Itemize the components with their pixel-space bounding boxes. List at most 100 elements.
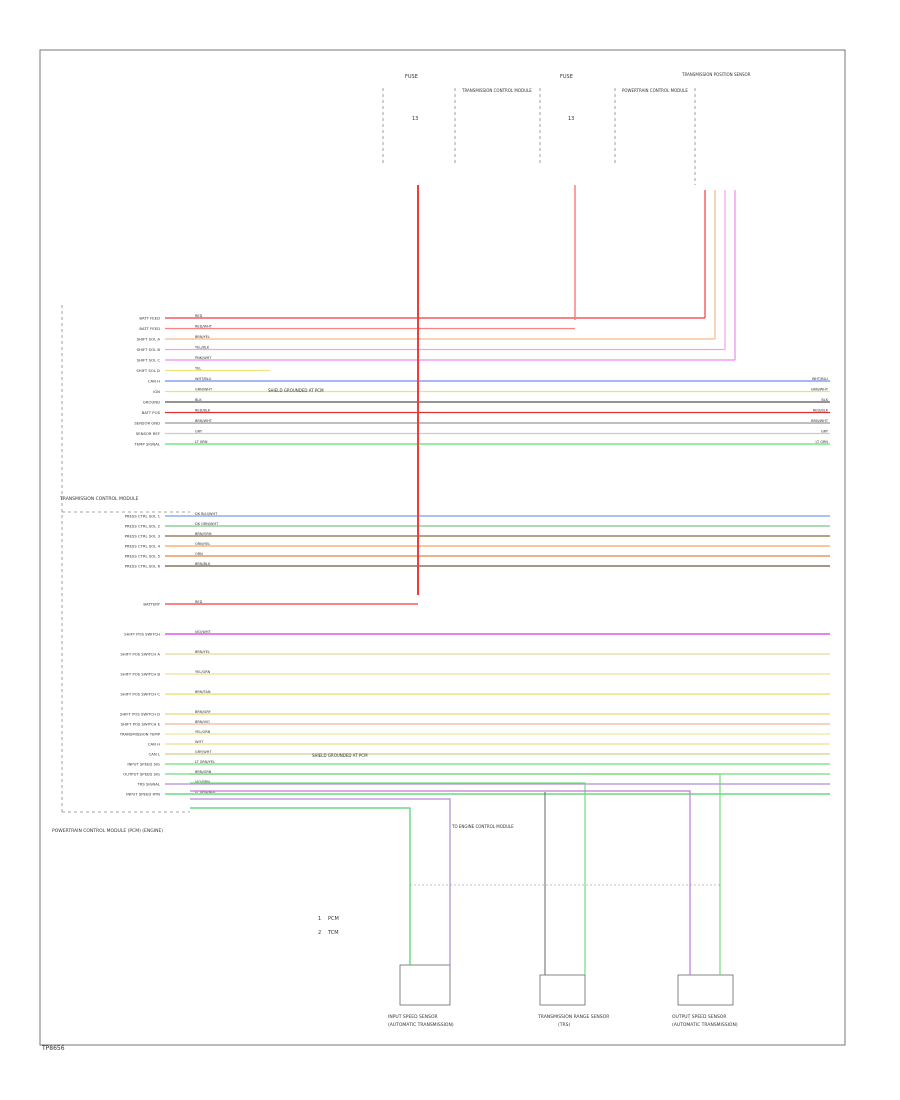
bottom-wire-label-7: SHIFT POS SWITCH — [124, 632, 160, 637]
bottom-wire-code-2: BRN/ORN — [195, 532, 212, 536]
bottom-wire-code-17: BRN/GRN — [195, 770, 212, 774]
top-wire-code-5: YEL — [195, 366, 201, 370]
sensor-output-sub: (AUTOMATIC TRANSMISSION) — [672, 1022, 738, 1028]
top-wire-code-right-11: GRY — [821, 429, 829, 433]
splice-note-1: SHIELD GROUNDED AT PCM — [268, 388, 324, 393]
top-wire-code-right-10: BRN/WHT — [811, 419, 829, 423]
fuse-box-left: FUSE 13 TRANSMISSION CONTROL MODULE — [382, 74, 532, 165]
sensor-output-name: OUTPUT SPEED SENSOR — [672, 1014, 727, 1020]
bottom-wire-label-12: SHIFT POS SWITCH E — [121, 722, 161, 727]
top-wire-label-10: SENSOR GND — [134, 421, 160, 426]
trans-position-label: TRANSMISSION POSITION SENSOR — [681, 72, 751, 77]
bottom-wire-label-19: INPUT SPEED RTN — [126, 792, 160, 797]
top-wire-label-0: BATT FEED — [139, 316, 160, 321]
top-wire-code-12: LT GRN — [195, 440, 208, 444]
top-wire-label-9: BATT POS — [142, 410, 161, 415]
fuse-right-pinref: 13 — [568, 116, 574, 122]
bottom-wire-label-5: PRESS CTRL SOL 6 — [125, 564, 161, 569]
top-wire-label-11: SENSOR REF — [136, 431, 160, 436]
fuse-right-desc: POWERTRAIN CONTROL MODULE — [622, 88, 688, 93]
fuse-right-label: FUSE — [560, 74, 573, 80]
bottom-wire-label-6: BATTERY — [143, 602, 160, 607]
diagram-frame — [39, 49, 846, 1046]
bottom-wire-code-3: ORN/YEL — [195, 542, 210, 546]
top-wire-label-3: SHIFT SOL B — [137, 347, 161, 352]
sensor-input-name: INPUT SPEED SENSOR — [388, 1014, 438, 1020]
bottom-wire-label-3: PRESS CTRL SOL 4 — [125, 544, 161, 549]
bottom-wire-code-14: WHT — [195, 740, 204, 744]
fuse-left-label: FUSE — [405, 74, 418, 80]
wire-group-top: BATT FEED RED BATT FEED RED/WHT SHIFT SOL A B… — [133, 190, 830, 447]
sensor-range-name: TRANSMISSION RANGE SENSOR — [537, 1014, 609, 1020]
top-wire-label-2: SHIFT SOL A — [137, 337, 161, 342]
sensor-range-sub: (TRS) — [558, 1022, 570, 1028]
top-wire-code-10: BRN/WHT — [195, 419, 213, 423]
bottom-wire-code-6: RED — [195, 600, 203, 604]
sensor-input-speed: INPUT SPEED SENSOR (AUTOMATIC TRANSMISSI… — [388, 964, 454, 1028]
top-wire-label-5: SHIFT SOL D — [136, 368, 160, 373]
top-wire-code-3: YEL/BLK — [195, 345, 210, 349]
top-wire-label-4: SHIFT SOL C — [137, 358, 161, 363]
bottom-wire-code-16: LT GRN/YEL — [195, 760, 215, 764]
bottom-wire-label-9: SHIFT POS SWITCH B — [120, 672, 160, 677]
bottom-wire-code-18: VIO/BRN — [195, 780, 210, 784]
module-footer: POWERTRAIN CONTROL MODULE (PCM) (ENGINE) — [52, 828, 163, 834]
fuse-left-pinref: 13 — [412, 116, 418, 122]
legend-sym-1: 1 — [318, 916, 321, 922]
bottom-wire-code-0: DK BLU/WHT — [195, 512, 218, 516]
top-wire-code-4: PNK/WHT — [195, 356, 212, 360]
top-wire-code-7: GRN/WHT — [195, 387, 213, 391]
bottom-wire-label-17: OUTPUT SPEED SIG — [123, 772, 160, 777]
top-wire-code-right-8: BLK — [821, 398, 828, 402]
bottom-wire-code-5: BRN/BLK — [195, 562, 211, 566]
bottom-wire-label-1: PRESS CTRL SOL 2 — [125, 524, 161, 529]
fuse-left-desc: TRANSMISSION CONTROL MODULE — [461, 88, 532, 93]
bottom-wire-code-1: DK GRN/WHT — [195, 522, 219, 526]
sensor-note: TO ENGINE CONTROL MODULE — [451, 824, 514, 829]
bottom-wire-label-16: INPUT SPEED SIG — [127, 762, 160, 767]
legend-text-1: PCM — [328, 916, 339, 922]
top-wire-code-right-12: LT GRN — [816, 440, 829, 444]
top-wire-code-0: RED — [195, 314, 203, 318]
top-wire-label-1: BATT FEED — [139, 326, 160, 331]
top-wire-code-11: GRY — [195, 429, 203, 433]
bottom-wire-label-8: SHIFT POS SWITCH A — [120, 652, 160, 657]
control-module: TRANSMISSION CONTROL MODULE POWERTRAIN C… — [52, 305, 190, 834]
top-wire-label-8: GROUND — [143, 400, 160, 405]
bottom-wire-code-8: BRN/YEL — [195, 650, 210, 654]
top-wire-label-6: CAN H — [148, 379, 160, 384]
bottom-wire-label-14: CAN H — [148, 742, 160, 747]
bottom-wire-label-4: PRESS CTRL SOL 5 — [125, 554, 161, 559]
bottom-wire-label-11: SHIFT POS SWITCH D — [120, 712, 160, 717]
wire-group-bottom: PRESS CTRL SOL 1 DK BLU/WHT PRESS CTRL SOL… — [119, 512, 830, 797]
top-wire-code-right-9: RED/BLK — [813, 408, 829, 412]
bottom-wire-label-18: TRS SIGNAL — [136, 782, 160, 787]
sensor-range: TRANSMISSION RANGE SENSOR (TRS) — [537, 974, 609, 1028]
top-wire-code-6: WHT/BLU — [195, 377, 212, 381]
sensor-input-sub: (AUTOMATIC TRANSMISSION) — [388, 1022, 454, 1028]
bottom-wire-code-11: BRN/GRY — [195, 710, 212, 714]
top-wire-label-7: IGN — [153, 389, 160, 394]
bottom-wire-code-7: VIO/WHT — [195, 630, 211, 634]
bottom-wire-code-4: ORN — [195, 552, 203, 556]
trans-position-connector: TRANSMISSION POSITION SENSOR — [681, 72, 751, 185]
footer-code: TP8656 — [41, 1045, 65, 1052]
fuse-box-right: FUSE 13 POWERTRAIN CONTROL MODULE — [539, 74, 688, 165]
bottom-wire-code-13: YEL/GRN — [195, 730, 211, 734]
bottom-wire-code-19: LT GRN/BLK — [195, 790, 216, 794]
bottom-wire-label-15: CAN L — [149, 752, 161, 757]
bottom-wire-label-2: PRESS CTRL SOL 3 — [125, 534, 161, 539]
top-wire-code-right-7: GRN/WHT — [811, 387, 829, 391]
top-wire-label-12: TEMP SIGNAL — [133, 442, 160, 447]
bottom-wire-label-0: PRESS CTRL SOL 1 — [125, 514, 161, 519]
legend-sym-2: 2 — [318, 930, 321, 936]
bottom-wire-code-10: BRN/TAN — [195, 690, 211, 694]
legend: 1 PCM 2 TCM — [318, 916, 339, 936]
top-wire-code-1: RED/WHT — [195, 324, 213, 328]
bottom-wire-code-12: BRN/VIO — [195, 720, 210, 724]
bottom-wire-code-15: GRY/WHT — [195, 750, 212, 754]
legend-text-2: TCM — [327, 930, 339, 936]
module-title: TRANSMISSION CONTROL MODULE — [59, 496, 139, 502]
top-wire-code-right-6: WHT/BLU — [812, 377, 829, 381]
